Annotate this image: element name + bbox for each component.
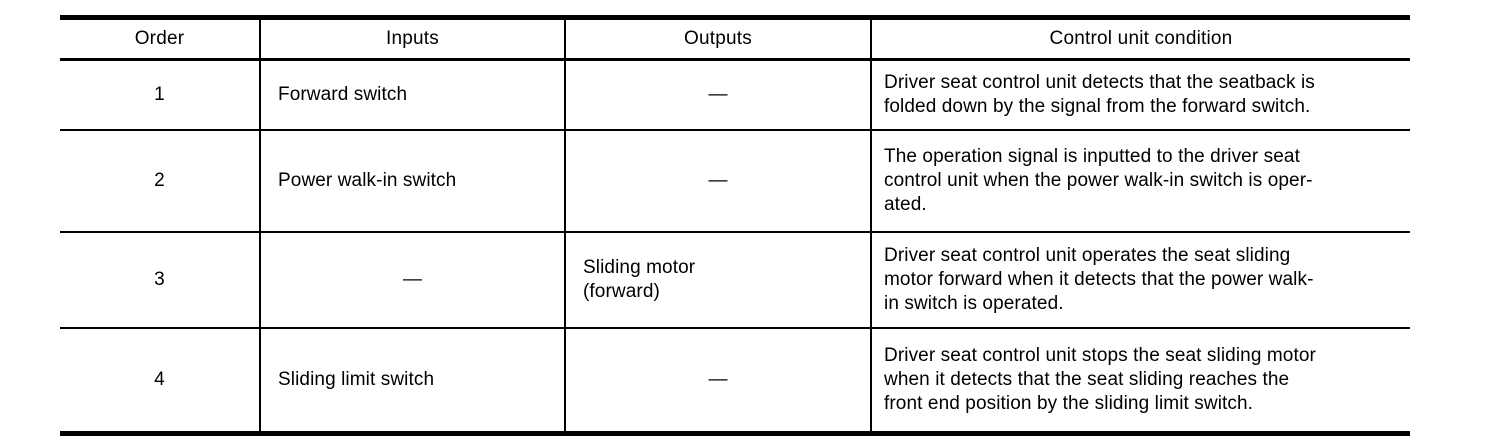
column-header-outputs: Outputs: [564, 17, 871, 61]
order-cell: 1: [60, 59, 260, 131]
condition-cell: Driver seat control unit stops the seat …: [870, 327, 1410, 435]
column-header-order: Order: [60, 17, 260, 61]
table-row: 1 Forward switch — Driver seat control u…: [60, 59, 1410, 131]
inputs-cell: Sliding limit switch: [259, 327, 565, 435]
column-header-inputs: Inputs: [259, 17, 565, 61]
outputs-cell: Sliding motor (forward): [564, 231, 871, 329]
table-body: 1 Forward switch — Driver seat control u…: [60, 59, 1410, 435]
condition-cell: The operation signal is inputted to the …: [870, 129, 1410, 233]
outputs-cell: —: [564, 59, 871, 131]
header-row: Order Inputs Outputs Control unit condit…: [60, 17, 1410, 61]
inputs-cell: Forward switch: [259, 59, 565, 131]
table-row: 3 — Sliding motor (forward) Driver seat …: [60, 231, 1410, 329]
order-cell: 2: [60, 129, 260, 233]
condition-cell: Driver seat control unit operates the se…: [870, 231, 1410, 329]
inputs-cell: Power walk-in switch: [259, 129, 565, 233]
column-header-control-unit-condition: Control unit condition: [870, 17, 1410, 61]
order-cell: 3: [60, 231, 260, 329]
inputs-cell: —: [259, 231, 565, 329]
condition-cell: Driver seat control unit detects that th…: [870, 59, 1410, 131]
order-cell: 4: [60, 327, 260, 435]
outputs-cell: —: [564, 129, 871, 233]
table-row: 4 Sliding limit switch — Driver seat con…: [60, 327, 1410, 435]
table-header: Order Inputs Outputs Control unit condit…: [60, 17, 1410, 61]
outputs-cell: —: [564, 327, 871, 435]
table-row: 2 Power walk-in switch — The operation s…: [60, 129, 1410, 233]
power-walk-in-operation-table: Order Inputs Outputs Control unit condit…: [60, 15, 1410, 436]
